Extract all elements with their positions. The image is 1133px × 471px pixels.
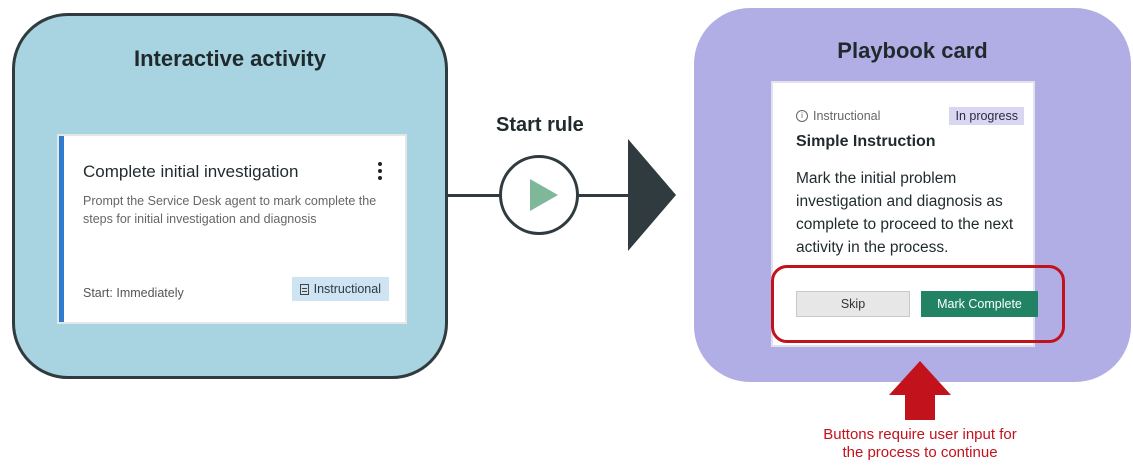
playbook-card: i Instructional In progress Simple Instr…	[773, 83, 1038, 345]
panel-title-playbook-card: Playbook card	[837, 38, 988, 63]
info-icon: i	[796, 110, 808, 122]
activity-start-text: Start: Immediately	[83, 286, 184, 300]
document-icon	[299, 283, 309, 295]
status-badge: In progress	[949, 107, 1024, 125]
card-accent-bar	[59, 136, 64, 322]
start-rule-label: Start rule	[496, 114, 584, 136]
arrow-head-icon	[628, 139, 676, 251]
skip-button[interactable]: Skip	[796, 291, 910, 317]
red-arrow-stem	[905, 394, 935, 420]
interactive-activity-panel: Interactive activity Complete initial in…	[12, 13, 448, 379]
card-type-label: Instructional	[813, 109, 881, 123]
activity-card[interactable]: Complete initial investigation Prompt th…	[59, 136, 405, 322]
card-type: i Instructional	[796, 109, 880, 123]
play-icon	[499, 155, 579, 235]
red-arrow-up-icon	[889, 361, 951, 395]
activity-title: Complete initial investigation	[83, 162, 299, 181]
kebab-menu-icon[interactable]	[377, 162, 383, 183]
panel-title-interactive-activity: Interactive activity	[134, 46, 326, 71]
activity-description: Prompt the Service Desk agent to mark co…	[83, 194, 377, 226]
buttons-highlight-box	[771, 265, 1065, 343]
playbook-card-panel: Playbook card i Instructional In progres…	[694, 8, 1131, 382]
card-body: Mark the initial problem investigation a…	[796, 170, 1014, 256]
annotation-line-1: Buttons require user input for	[823, 426, 1017, 443]
instructional-badge: Instructional	[291, 277, 389, 301]
annotation-line-2: the process to continue	[842, 444, 998, 461]
instructional-badge-label: Instructional	[313, 282, 381, 296]
mark-complete-button[interactable]: Mark Complete	[921, 291, 1038, 317]
card-title: Simple Instruction	[796, 133, 936, 150]
annotation-text: Buttons require user input for the proce…	[760, 426, 1080, 462]
